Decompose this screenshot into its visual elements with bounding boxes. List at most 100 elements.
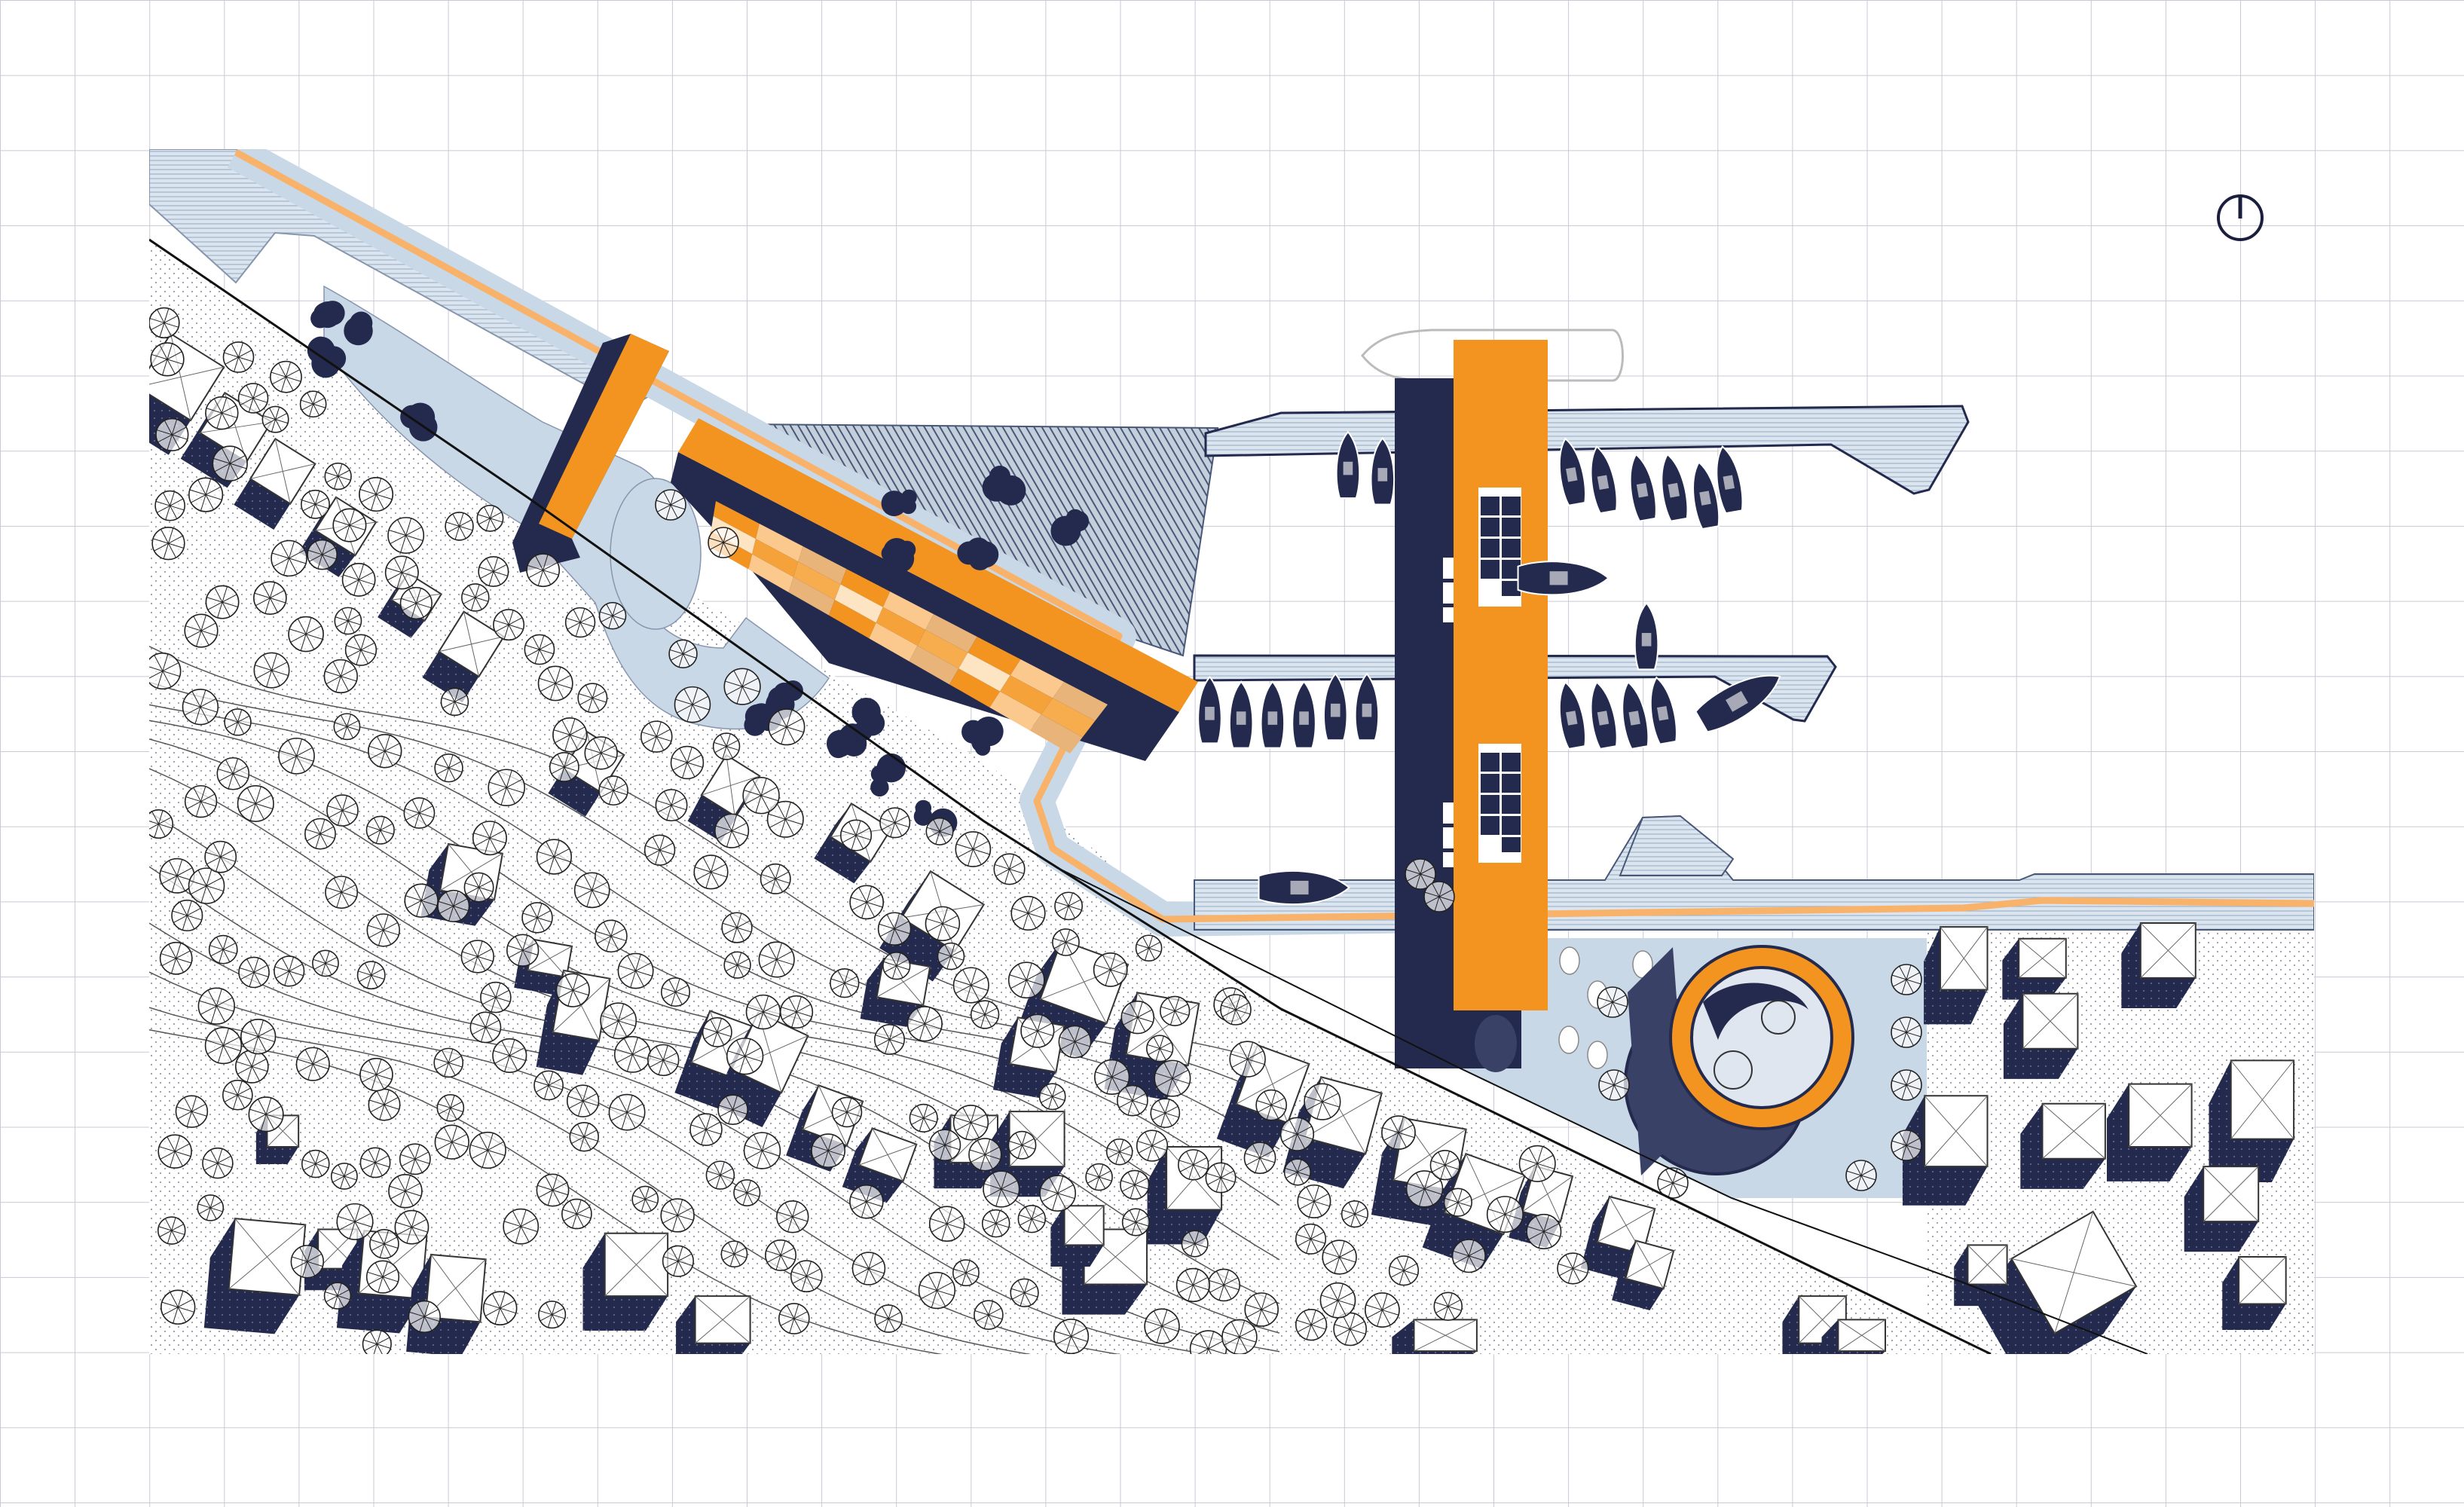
tree-branch (1071, 1336, 1088, 1342)
roof-panel (840, 569, 891, 607)
window-grid (1478, 488, 1521, 607)
tree-branch (971, 968, 977, 986)
roof-panel (752, 539, 799, 577)
tree-branch (868, 1268, 877, 1283)
tree-branch (358, 564, 365, 580)
tree-branch (217, 1163, 233, 1168)
tree-branch (974, 1310, 989, 1316)
tree-branch (167, 351, 182, 360)
boat-deck (1549, 571, 1568, 585)
tree (766, 800, 804, 838)
tree-branch (1441, 1294, 1449, 1307)
tree-branch (1137, 1016, 1154, 1022)
tree-branch (1148, 1048, 1160, 1056)
tree-branch (222, 412, 237, 418)
tree-branch (292, 1256, 307, 1262)
tree-branch (170, 1291, 179, 1307)
tree-branch (374, 1148, 381, 1163)
tree-branch (289, 971, 304, 977)
tree-branch (1322, 1084, 1328, 1102)
tree-branch (299, 1247, 308, 1262)
tree-branch (1208, 1331, 1215, 1350)
tree-branch (792, 1209, 807, 1218)
tree-branch (434, 1058, 449, 1063)
tree-branch (488, 571, 494, 586)
tree-branch (736, 912, 742, 928)
roof-panel (755, 524, 803, 562)
dark-tree (310, 336, 330, 356)
tree-branch (297, 619, 307, 634)
tree-branch (346, 1206, 356, 1222)
tree-branch (831, 983, 845, 990)
tree-branch (601, 1015, 619, 1022)
tree-branch (249, 1021, 259, 1037)
tree (533, 1070, 564, 1101)
tree-branch (1119, 1145, 1131, 1153)
tree-branch (728, 1109, 734, 1124)
tree-branch (405, 1175, 411, 1191)
tree-branch (1147, 1044, 1160, 1050)
tree-branch (675, 992, 683, 1005)
tree-branch (985, 1146, 1000, 1155)
tree-branch (875, 1314, 889, 1319)
tree (849, 885, 885, 920)
tree-branch (454, 695, 467, 702)
tree-branch (1209, 1279, 1224, 1285)
tree-branch (167, 1136, 176, 1152)
tree-branch (579, 1136, 585, 1151)
tree-branch (576, 889, 592, 899)
tree-branch (1469, 1248, 1484, 1257)
tree-branch (656, 721, 662, 737)
tree (1322, 1240, 1357, 1275)
tree-branch (537, 910, 551, 919)
tree-branch (1906, 1078, 1920, 1086)
tree-branch (1224, 1336, 1240, 1346)
tree-branch (851, 901, 867, 911)
tree-branch (995, 864, 1010, 870)
tree-branch (512, 1211, 521, 1227)
tree-branch (222, 586, 228, 603)
tree-branch (442, 755, 449, 769)
tree (1207, 1268, 1241, 1302)
tree (714, 813, 750, 848)
tree-branch (405, 1183, 420, 1192)
tree-branch (214, 1029, 224, 1046)
tree-branch (983, 1183, 1001, 1190)
tree-branch (176, 950, 191, 959)
tree-branch (564, 735, 570, 751)
roof-ridge (1625, 1250, 1674, 1279)
tree-branch (1001, 1188, 1019, 1195)
tree-branch (386, 567, 402, 573)
dark-tree (851, 697, 881, 727)
tree-branch (715, 1175, 721, 1189)
tree-branch (576, 1123, 585, 1137)
tree-branch (1419, 1188, 1426, 1206)
tree-branch (1075, 1041, 1090, 1047)
tree-branch (1164, 1099, 1170, 1114)
tree-branch (213, 457, 231, 464)
tree-branch (522, 949, 530, 964)
tree-branch (1350, 1328, 1359, 1344)
tree-branch (1303, 1225, 1311, 1240)
lower-pier (1193, 654, 1837, 723)
tree-branch (1354, 1201, 1359, 1215)
tree-branch (485, 1027, 494, 1041)
tree-branch (252, 398, 261, 411)
tree-branch (377, 1343, 391, 1349)
tree-branch (796, 1004, 812, 1013)
tree-branch (1213, 1164, 1221, 1178)
tree (1120, 1169, 1150, 1200)
tree-branch (889, 1039, 904, 1044)
tree-branch (367, 825, 381, 831)
tree-branch (1335, 1328, 1350, 1337)
tree-branch (1024, 1279, 1029, 1293)
tree-branch (1261, 1309, 1278, 1315)
tree-branch (1424, 1188, 1434, 1206)
tree-branch (459, 525, 473, 531)
tree-branch (768, 865, 776, 879)
tree-branch (850, 1196, 867, 1203)
tree-branch (736, 686, 743, 705)
tree-branch (1339, 1257, 1348, 1273)
tree-branch (448, 1049, 454, 1063)
tree (831, 1096, 863, 1128)
